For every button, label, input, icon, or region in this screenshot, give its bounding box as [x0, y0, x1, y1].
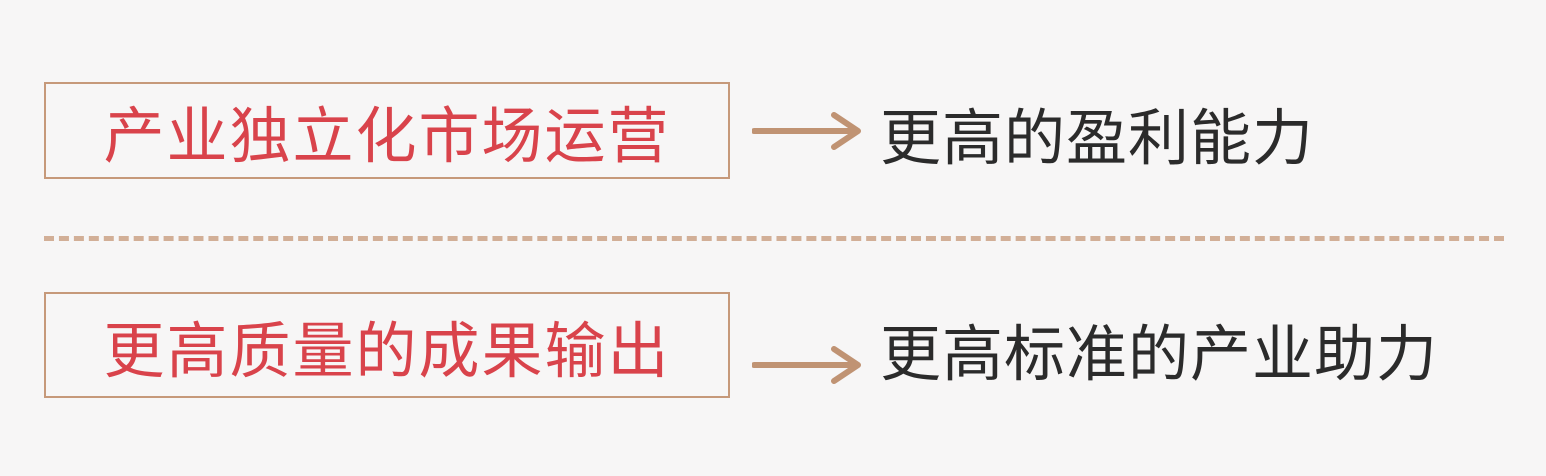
source-box: 产业独立化市场运营 — [44, 82, 730, 179]
result-label: 更高标准的产业助力 — [880, 319, 1439, 390]
mapping-row-1: 产业独立化市场运营 更高的盈利能力 — [0, 82, 1546, 180]
result-label: 更高的盈利能力 — [880, 103, 1315, 174]
mapping-row-2: 更高质量的成果输出 更高标准的产业助力 — [0, 292, 1546, 398]
source-label: 更高质量的成果输出 — [103, 315, 671, 387]
right-arrow-icon — [752, 346, 861, 384]
right-arrow-icon — [752, 112, 861, 150]
source-label: 产业独立化市场运营 — [103, 101, 671, 172]
dashed-divider — [44, 236, 1504, 241]
source-box: 更高质量的成果输出 — [44, 292, 730, 398]
